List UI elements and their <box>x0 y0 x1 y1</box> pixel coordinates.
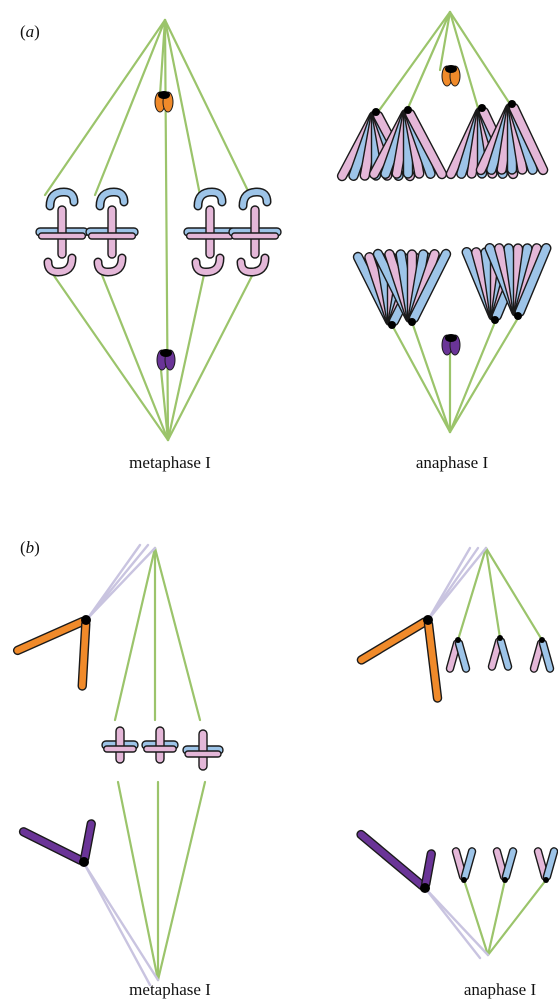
b-meta-spindle-fiber <box>158 782 205 980</box>
b-ana-chromosome-kinetochore <box>502 877 508 883</box>
b-ana-purple-chromosome <box>355 829 427 891</box>
a-ana-kinetochore <box>478 104 486 112</box>
b-ana-chromosome-kinetochore <box>539 637 545 643</box>
b-ana-purple-chromosome <box>421 849 436 888</box>
a-meta-spindle-fiber <box>168 270 255 440</box>
a-ana-kinetochore <box>404 106 412 114</box>
b-meta-spindle-fiber <box>115 548 155 720</box>
a-meta-bivalent <box>232 233 279 239</box>
b-meta-orange-kinetochore <box>81 615 91 625</box>
b-ana-chromosome-kinetochore <box>461 877 467 883</box>
b-meta-astral-fiber <box>88 545 148 618</box>
b-ana-orange-chromosome <box>424 620 442 703</box>
a-meta-centrosome-bottom <box>160 349 172 357</box>
b-meta-orange-chromosome <box>12 616 87 655</box>
b-ana-spindle-fiber <box>486 548 542 640</box>
b-meta-bivalent <box>116 727 124 763</box>
b-meta-orange-chromosome <box>78 620 90 690</box>
a-meta-centrosome-top <box>158 91 170 99</box>
a-ana-kinetochore <box>408 318 416 326</box>
b-ana-astral-fiber <box>425 888 480 958</box>
b-meta-bivalent <box>144 746 176 752</box>
a-meta-spindle-axis <box>165 20 168 440</box>
b-meta-bivalent <box>199 730 207 770</box>
b-meta-spindle-fiber <box>155 548 200 720</box>
a-meta-spindle-fiber <box>50 270 168 440</box>
a-ana-spindle-fiber <box>392 325 450 432</box>
a-ana-spindle-fiber <box>450 12 510 104</box>
a-ana-kinetochore <box>514 312 522 320</box>
a-meta-bivalent <box>39 233 86 239</box>
a-meta-bivalent <box>187 233 234 239</box>
b-meta-bivalent <box>185 751 221 757</box>
a-meta-bivalent <box>206 206 214 258</box>
a-meta-bivalent <box>108 206 116 258</box>
b-meta-purple-chromosome <box>18 826 86 865</box>
b-meta-bivalent <box>156 727 164 763</box>
a-ana-kinetochore <box>388 321 396 329</box>
b-meta-bivalent <box>104 746 136 752</box>
b-ana-astral-fiber <box>425 888 488 955</box>
b-meta-astral-fiber <box>85 865 150 985</box>
a-ana-kinetochore <box>372 108 380 116</box>
a-ana-centrosome-bottom <box>445 334 457 342</box>
b-ana-purple-kinetochore <box>420 883 430 893</box>
b-meta-purple-kinetochore <box>79 857 89 867</box>
b-ana-orange-kinetochore <box>423 615 433 625</box>
b-ana-orange-chromosome <box>356 617 430 666</box>
b-ana-chromosome-kinetochore <box>543 877 549 883</box>
a-ana-spindle-fiber <box>450 318 518 432</box>
a-meta-bivalent <box>89 233 136 239</box>
a-meta-bivalent <box>251 206 259 258</box>
a-meta-spindle-fiber <box>165 20 250 195</box>
a-ana-kinetochore <box>508 100 516 108</box>
b-ana-chromosome-kinetochore <box>497 635 503 641</box>
a-ana-centrosome-top <box>445 65 457 73</box>
b-ana-astral-fiber <box>428 548 470 620</box>
a-ana-spindle-fiber <box>450 12 478 108</box>
b-ana-chromosome-kinetochore <box>455 637 461 643</box>
a-ana-kinetochore <box>491 316 499 324</box>
b-meta-purple-chromosome <box>80 819 96 862</box>
a-meta-bivalent <box>58 206 66 258</box>
